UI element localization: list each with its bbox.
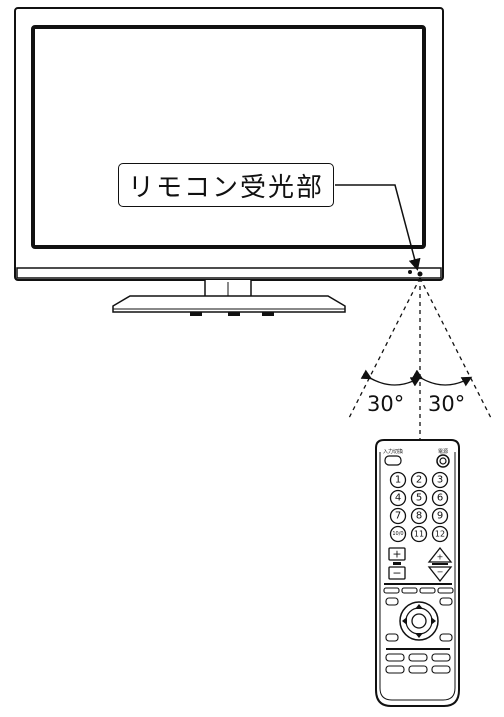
num-12[interactable]: 12 [435,530,445,539]
tv [14,7,444,316]
bottom-button-grid [385,648,451,674]
tv-stand-base [112,295,346,313]
input-switch-button[interactable] [384,455,402,466]
side-button-top-right[interactable] [439,597,453,606]
color-buttons [383,583,454,594]
label-leader-line [335,184,421,271]
tv-bottom-bar [16,267,442,279]
angle-arc-left [360,369,422,387]
side-button-top-left[interactable] [385,597,399,606]
function-button-6[interactable] [431,665,451,674]
minus-icon: − [437,568,444,577]
channel-up-button[interactable] [427,546,453,563]
arrow-up-icon[interactable] [415,604,423,609]
side-button-bottom-right[interactable] [439,633,453,642]
input-switch-label: 入力切換 [383,448,403,455]
color-button-2[interactable] [401,587,418,594]
angle-arc-right [411,369,473,387]
num-10[interactable]: 10/0 [392,531,403,537]
arrow-down-icon[interactable] [415,633,423,638]
num-8[interactable]: 8 [416,511,422,522]
num-11[interactable]: 11 [414,530,424,539]
signal-right-line [419,277,493,421]
arrow-left-icon[interactable] [402,617,407,625]
volume-up-button[interactable] [388,547,406,561]
function-button-5[interactable] [408,665,428,674]
num-3[interactable]: 3 [437,475,443,486]
function-button-3[interactable] [431,653,451,662]
power-label: 電源 [438,448,448,455]
side-button-bottom-left[interactable] [385,633,399,642]
tv-screen [31,25,426,249]
angle-right-label: 30° [428,392,466,416]
channel-down-button[interactable] [427,566,453,583]
num-1[interactable]: 1 [395,475,401,486]
num-6[interactable]: 6 [437,493,443,504]
color-button-4[interactable] [437,587,454,594]
arrow-right-icon[interactable] [431,617,436,625]
receiver-label: リモコン受光部 [118,163,334,207]
signal-left-line [347,277,421,421]
ok-button[interactable] [411,613,427,629]
num-4[interactable]: 4 [395,493,401,504]
signal-cone [347,277,493,446]
minus-icon: − [392,567,401,580]
power-button[interactable] [436,454,450,468]
function-button-4[interactable] [385,665,405,674]
tv-indicator-light [408,270,412,274]
color-button-1[interactable] [383,587,400,594]
num-5[interactable]: 5 [416,493,422,504]
volume-down-button[interactable] [388,566,406,580]
num-9[interactable]: 9 [437,511,443,522]
plus-icon: + [392,548,401,561]
remote-control: 入力切換 電源 1 2 3 4 5 6 7 8 9 10/0 [375,439,460,707]
num-7[interactable]: 7 [395,511,401,522]
power-icon [439,457,447,465]
number-pad: 1 2 3 4 5 6 7 8 9 10/0 11 12 [389,471,449,543]
angle-arcs [360,369,473,387]
tv-remote-sensor [417,271,423,277]
color-button-3[interactable] [419,587,436,594]
d-pad [399,601,439,641]
angle-left-label: 30° [367,392,405,416]
function-button-1[interactable] [385,653,405,662]
plus-icon: + [437,553,444,562]
num-2[interactable]: 2 [416,475,422,486]
function-button-2[interactable] [408,653,428,662]
